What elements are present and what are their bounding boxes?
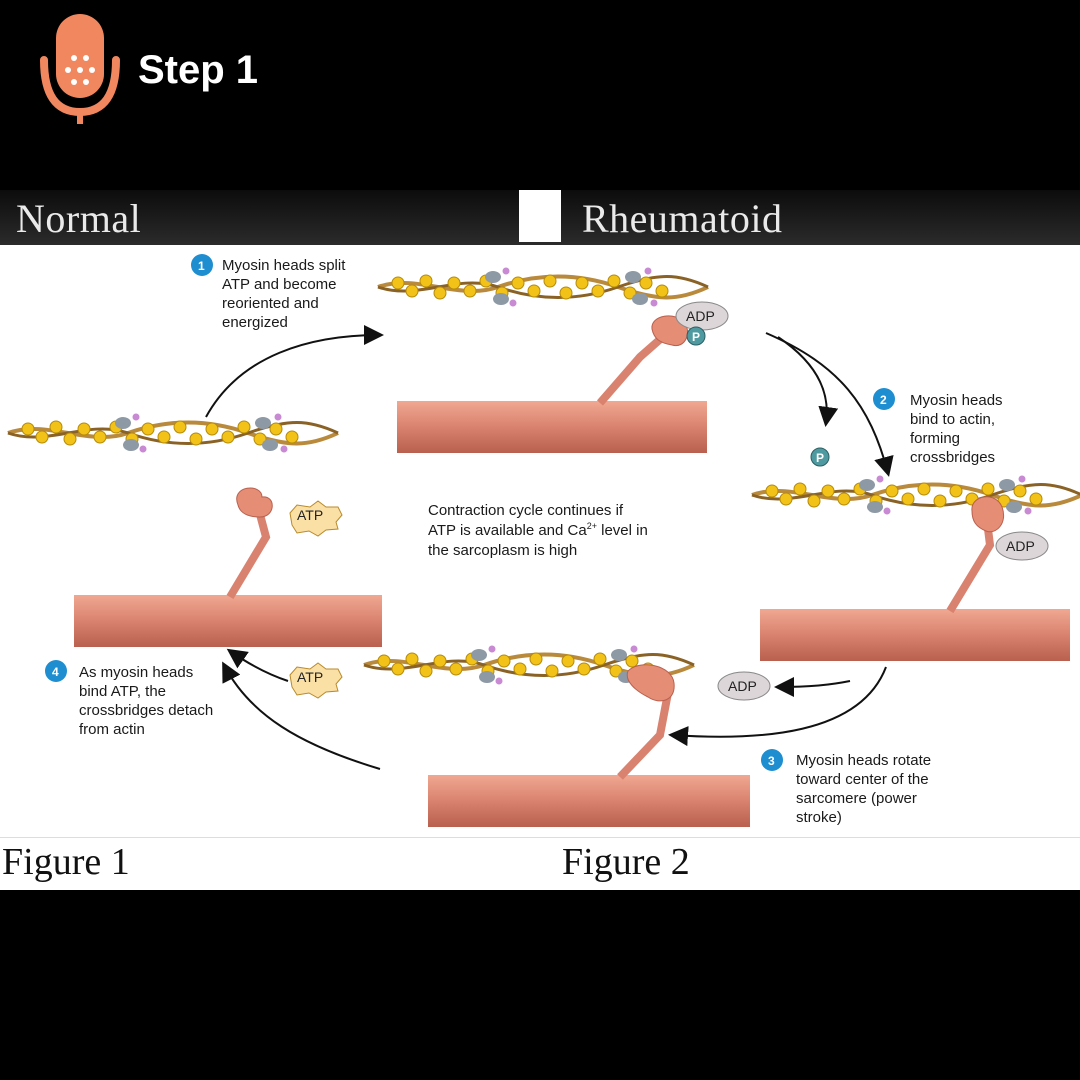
myosin-head-bottom	[626, 664, 675, 702]
header: Step 1	[0, 0, 1080, 190]
step-3-line-2: toward center of the	[796, 771, 929, 788]
actin-filament-top	[376, 265, 710, 309]
phosphate-label-released: P	[816, 451, 824, 465]
step-1-line-2: ATP and become	[222, 276, 337, 293]
step-4-line-1: As myosin heads	[79, 664, 193, 681]
myosin-head-right	[971, 496, 1004, 533]
step-1-callout: 1 Myosin heads split ATP and become reor…	[191, 254, 346, 331]
myosin-head-left	[236, 487, 273, 518]
adp-label-top: ADP	[686, 308, 715, 324]
myosin-head-top	[651, 315, 688, 347]
center-note-line-3: the sarcoplasm is high	[428, 542, 577, 559]
step-2-line-1: Myosin heads	[910, 392, 1003, 409]
center-note-line-2: ATP is available and Ca2+ level in	[428, 521, 648, 539]
step-2-line-4: crossbridges	[910, 449, 995, 466]
step-3-number: 3	[768, 754, 775, 768]
center-note-line-1: Contraction cycle continues if	[428, 502, 624, 519]
step-1-line-4: energized	[222, 314, 288, 331]
atp-label-left: ATP	[297, 507, 323, 523]
step-3-line-4: stroke)	[796, 809, 842, 826]
thick-filament-right	[760, 609, 1070, 661]
myosin-neck-bottom	[617, 692, 672, 780]
step-2-callout: 2 Myosin heads bind to actin, forming cr…	[873, 388, 1003, 466]
atp-badge-bottom	[289, 662, 343, 699]
step-3-line-1: Myosin heads rotate	[796, 752, 931, 769]
center-note-superscript: 2+	[587, 521, 597, 531]
step-4-line-4: from actin	[79, 721, 145, 738]
arrow-to-stage4	[222, 661, 381, 770]
actin-filament-right	[750, 473, 1080, 517]
atp-label-bottom: ATP	[297, 669, 323, 685]
thick-filament-top	[397, 401, 707, 453]
bottom-band	[0, 837, 1080, 890]
arrow-phosphate-release	[777, 336, 839, 427]
arrow-to-stage3	[668, 666, 887, 747]
phosphate-label-top: P	[692, 330, 700, 344]
step-1-line-1: Myosin heads split	[222, 257, 346, 274]
atp-badge-left	[289, 500, 343, 537]
rheumatoid-label: Rheumatoid	[582, 196, 783, 241]
cycle-arrows	[205, 325, 894, 770]
figure-1-label: Figure 1	[2, 841, 130, 883]
phosphate-badge-released	[810, 447, 830, 467]
myosin-neck-left	[226, 505, 271, 600]
step-3-callout: 3 Myosin heads rotate toward center of t…	[761, 749, 931, 826]
center-note: Contraction cycle continues if ATP is av…	[428, 502, 648, 559]
cycle-svg: ATP ADP P ADP P ADP ATP	[6, 254, 1080, 827]
center-note-line-2a: ATP is available and Ca	[428, 522, 587, 539]
step-2-line-3: forming	[910, 430, 960, 447]
step-title: Step 1	[138, 48, 259, 92]
step-1-line-3: reoriented and	[222, 295, 319, 312]
step-4-line-3: crossbridges detach	[79, 702, 213, 719]
adp-badge-right	[995, 531, 1049, 561]
arrow-to-stage1	[205, 325, 384, 418]
contraction-cycle-diagram: ATP ADP P ADP P ADP ATP	[0, 245, 1080, 837]
normal-label: Normal	[16, 196, 142, 241]
center-note-line-2b: level in	[597, 522, 648, 539]
adp-badge-bottom	[717, 671, 771, 701]
step-3-line-3: sarcomere (power	[796, 790, 917, 807]
arrow-adp-release	[774, 676, 851, 697]
figure-2-label: Figure 2	[562, 841, 690, 883]
step-2-number: 2	[880, 393, 887, 407]
step-4-line-2: bind ATP, the	[79, 683, 166, 700]
thick-filament-left	[74, 595, 382, 647]
step-2-line-2: bind to actin,	[910, 411, 995, 428]
step-4-callout: 4 As myosin heads bind ATP, the crossbri…	[45, 660, 213, 738]
actin-filament-left	[6, 411, 340, 455]
step-1-number: 1	[198, 259, 205, 273]
microphone-icon	[40, 14, 120, 124]
step-4-number: 4	[52, 665, 59, 679]
myosin-neck-top	[596, 331, 668, 406]
thick-filament-bottom	[428, 775, 750, 827]
band-divider	[519, 190, 561, 242]
adp-label-right: ADP	[1006, 538, 1035, 554]
phosphate-badge-top	[686, 326, 706, 346]
adp-label-bottom: ADP	[728, 678, 757, 694]
arrow-to-stage2	[765, 332, 894, 477]
arrow-atp-bind	[226, 648, 289, 682]
